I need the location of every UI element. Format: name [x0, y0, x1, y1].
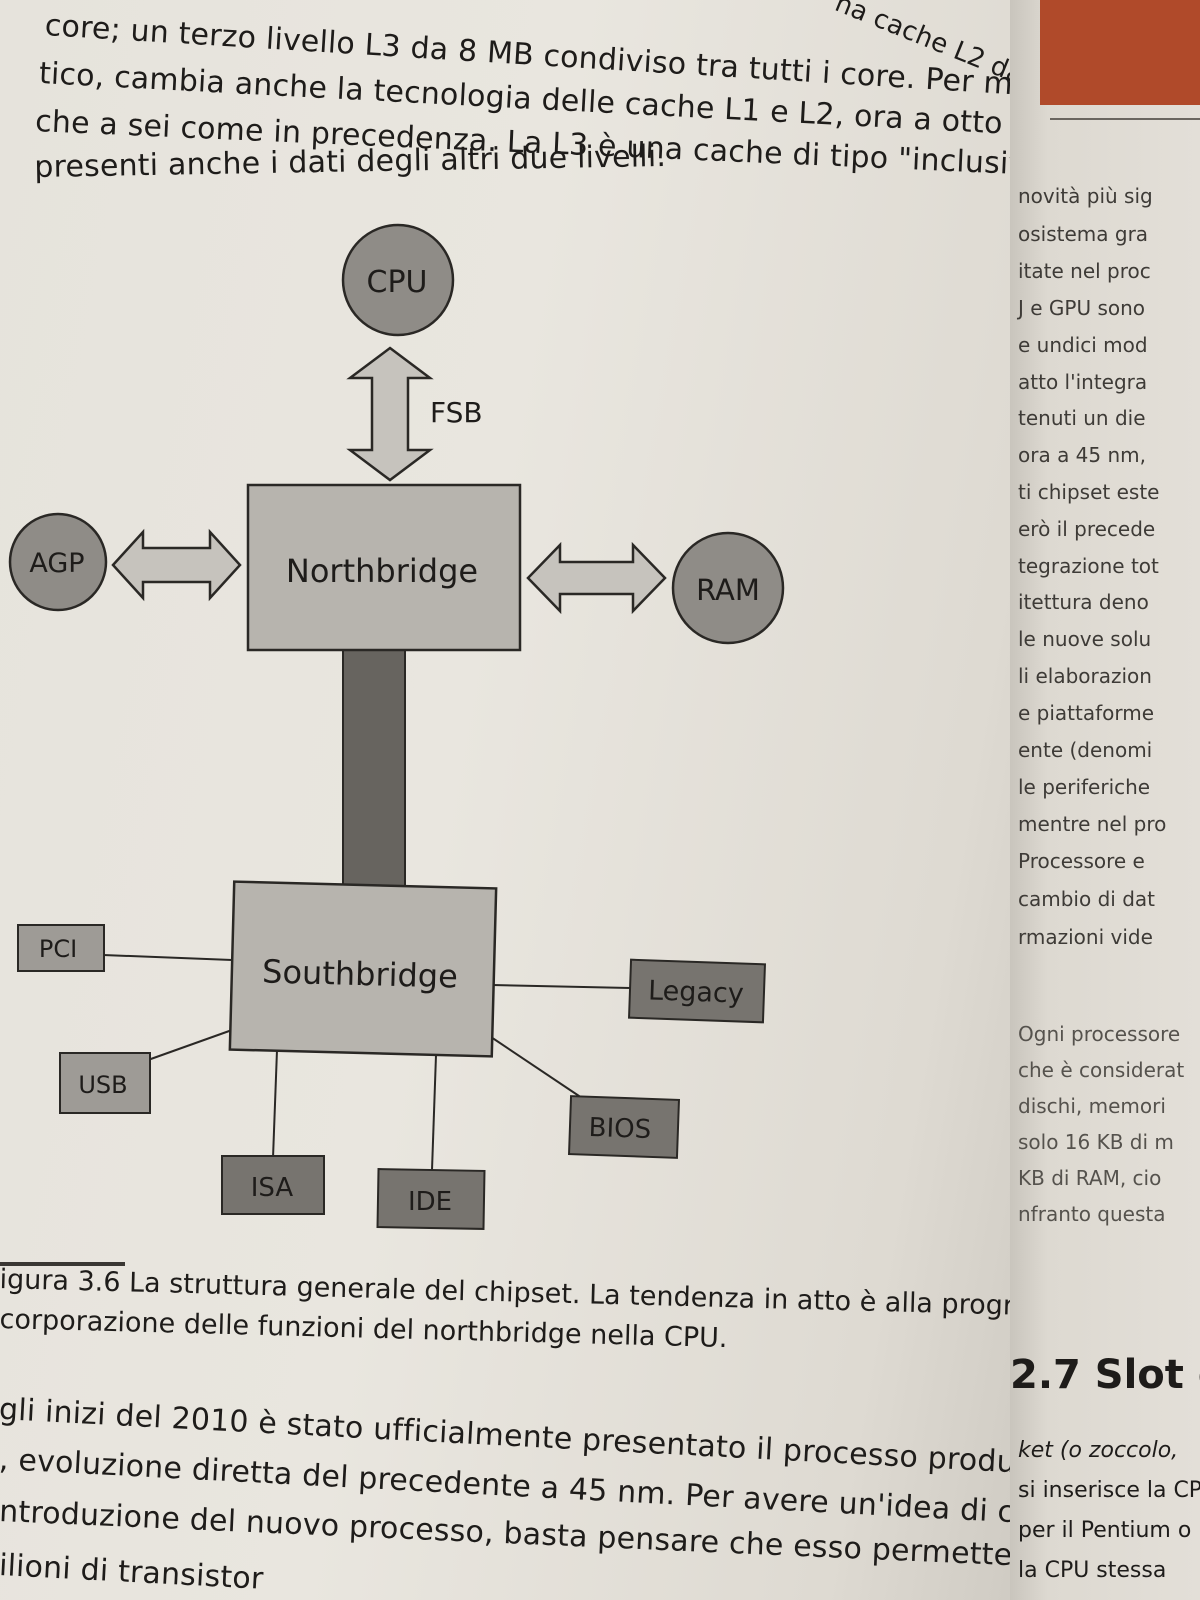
agp-circle	[8, 512, 108, 612]
ide-box	[376, 1168, 486, 1230]
right-bottom-line: la CPU stessa	[1018, 1558, 1167, 1583]
isa-label: ISA	[251, 1173, 294, 1203]
right-bottom-line: si inserisce la CP	[1018, 1478, 1200, 1503]
right-page-line: itate nel proc	[1018, 259, 1151, 283]
pci-line	[102, 954, 233, 961]
right-page-line: J e GPU sono	[1018, 296, 1146, 320]
chipset-diagram: CPU FSB Northbridge AGP RAM Southbridge …	[8, 223, 785, 1230]
ram-arrow	[526, 541, 667, 615]
ram-circle	[671, 531, 785, 645]
right-box-line: Ogni processore	[1018, 1022, 1181, 1046]
right-page-line: e undici mod	[1018, 333, 1148, 357]
right-page-line: cambio di dat	[1018, 887, 1155, 911]
northbridge-box	[246, 483, 522, 652]
right-page-line: le nuove solu	[1018, 627, 1152, 651]
right-page-rule	[1050, 118, 1200, 120]
legacy-box	[627, 958, 767, 1024]
legacy-line	[491, 984, 631, 989]
bios-line	[487, 1034, 586, 1101]
southbridge-box	[228, 880, 498, 1058]
right-page-line: tegrazione tot	[1018, 554, 1159, 578]
bottom-paragraph-line-4: ilioni di transistor	[0, 1548, 265, 1597]
ram-label: RAM	[696, 573, 760, 607]
right-box-line: che è considerat	[1018, 1058, 1185, 1082]
section-heading: 2.7 Slot e	[1010, 1352, 1200, 1398]
ide-label: IDE	[408, 1187, 452, 1217]
left-page: na cache L2 da 256 core; un terzo livell…	[0, 0, 1020, 1600]
right-page-line: le periferiche	[1018, 775, 1151, 799]
caption-rule	[0, 1262, 125, 1266]
right-page-line: atto l'integra	[1018, 370, 1148, 394]
isa-line	[272, 1049, 278, 1159]
right-page-line: ente (denomi	[1018, 738, 1153, 762]
right-box-line: dischi, memori	[1018, 1094, 1166, 1118]
orange-strip	[1040, 0, 1200, 105]
fsb-label: FSB	[430, 396, 483, 429]
caption-line-2: corporazione delle funzioni del northbri…	[0, 1304, 728, 1355]
nb-sb-connector	[342, 649, 406, 896]
right-bottom-line: ket (o zoccolo,	[1018, 1438, 1179, 1463]
right-page-line: novità più sig	[1018, 184, 1153, 208]
usb-line	[147, 1029, 233, 1061]
right-box-line: KB di RAM, cio	[1018, 1166, 1162, 1190]
right-bottom-line: per il Pentium o	[1018, 1518, 1192, 1543]
usb-box	[59, 1052, 151, 1114]
cpu-label: CPU	[367, 265, 428, 300]
right-box-line: nfranto questa	[1018, 1202, 1166, 1226]
ide-line	[431, 1054, 437, 1171]
legacy-label: Legacy	[648, 975, 745, 1009]
bios-label: BIOS	[588, 1113, 651, 1145]
isa-box	[221, 1155, 325, 1215]
southbridge-label: Southbridge	[262, 952, 459, 995]
right-page: novità più sig osistema gra itate nel pr…	[1010, 0, 1200, 1600]
usb-label: USB	[78, 1071, 127, 1099]
right-page-line: mentre nel pro	[1018, 812, 1167, 836]
agp-arrow	[111, 528, 242, 602]
right-page-line: Processore e	[1018, 849, 1145, 873]
right-box-line: solo 16 KB di m	[1018, 1130, 1174, 1154]
pci-box	[17, 924, 105, 972]
right-page-line: osistema gra	[1018, 222, 1149, 246]
right-page-line: li elaborazion	[1018, 664, 1152, 688]
northbridge-label: Northbridge	[286, 552, 478, 590]
right-page-line: e piattaforme	[1018, 701, 1155, 725]
cpu-circle	[341, 223, 455, 337]
right-page-line: erò il precede	[1018, 517, 1156, 541]
agp-label: AGP	[29, 548, 84, 579]
fsb-arrow	[346, 346, 434, 482]
right-page-line: ora a 45 nm,	[1018, 443, 1147, 467]
bios-box	[567, 1095, 681, 1159]
right-page-line: itettura deno	[1018, 590, 1149, 614]
right-page-line: rmazioni vide	[1018, 925, 1153, 949]
right-page-line: tenuti un die	[1018, 406, 1146, 430]
pci-label: PCI	[39, 935, 77, 963]
right-page-line: ti chipset este	[1018, 480, 1160, 504]
